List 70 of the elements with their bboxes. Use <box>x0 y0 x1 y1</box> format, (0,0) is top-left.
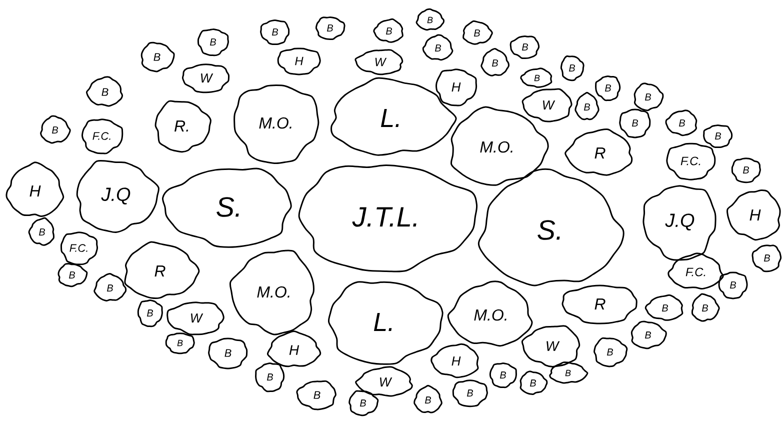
blob: W <box>355 366 413 397</box>
blob: B <box>260 20 290 46</box>
blob: H <box>726 190 781 241</box>
blob: J.Q <box>76 160 160 234</box>
blob: B <box>208 338 248 370</box>
blob: B <box>665 110 698 136</box>
blob: B <box>594 337 628 368</box>
blob: B <box>560 55 584 82</box>
blob: B <box>348 390 379 416</box>
blob: W <box>166 302 224 336</box>
blob: R <box>564 128 633 176</box>
blob: B <box>137 300 163 328</box>
blob: R. <box>154 100 212 153</box>
blob: W <box>522 88 572 122</box>
blob: H <box>430 343 479 378</box>
blob: B <box>315 16 346 40</box>
blob: B <box>644 294 684 321</box>
blob: B <box>691 293 720 322</box>
blob: B <box>510 36 540 60</box>
blob: B <box>416 8 445 31</box>
blob: B <box>58 263 88 288</box>
blob: B <box>549 361 588 384</box>
blob: J.T.L. <box>298 164 478 272</box>
blob: B <box>165 332 195 354</box>
blob: H <box>6 162 64 217</box>
blob: B <box>619 108 651 138</box>
blob: B <box>94 272 127 302</box>
blob: B <box>373 18 404 43</box>
blob: R <box>124 241 200 299</box>
blob: H <box>277 48 321 76</box>
blob: B <box>752 244 782 272</box>
blob: B <box>489 362 517 388</box>
blob: B <box>520 370 548 396</box>
blob: B <box>731 158 761 184</box>
blob: B <box>480 48 510 76</box>
blob: M.O. <box>229 250 314 336</box>
blob: F.C. <box>666 142 716 180</box>
blob: H <box>266 330 322 368</box>
blob: B <box>462 20 493 45</box>
blob: W <box>354 49 404 76</box>
blob: B <box>630 320 667 350</box>
blob: F.C. <box>60 232 98 266</box>
blob: J.Q <box>642 185 716 261</box>
blob: B <box>422 34 454 61</box>
blob: B <box>197 28 229 56</box>
blob: F.C. <box>82 118 124 154</box>
blob: B <box>703 124 733 148</box>
blob: M.O. <box>234 84 320 164</box>
blob: B <box>634 82 664 112</box>
blob: B <box>718 272 748 300</box>
blob: B <box>520 68 552 88</box>
blob: B <box>414 384 442 414</box>
blob: B <box>255 362 285 392</box>
blob: S. <box>162 168 292 248</box>
blob: B <box>28 217 55 246</box>
blob: B <box>296 380 336 410</box>
blob: B <box>140 42 175 72</box>
blob: R <box>562 284 638 324</box>
blob: B <box>40 115 71 144</box>
blob: B <box>452 380 488 408</box>
blob: W <box>182 64 230 94</box>
blob: F.C. <box>668 252 724 290</box>
blob: M.O. <box>447 280 533 347</box>
blob: S. <box>478 168 624 286</box>
blob: B <box>574 92 600 120</box>
blob: B <box>595 76 621 102</box>
blob: B <box>86 76 124 107</box>
blob: L. <box>328 281 444 365</box>
blob: W <box>521 325 580 368</box>
blob: H <box>436 68 478 106</box>
